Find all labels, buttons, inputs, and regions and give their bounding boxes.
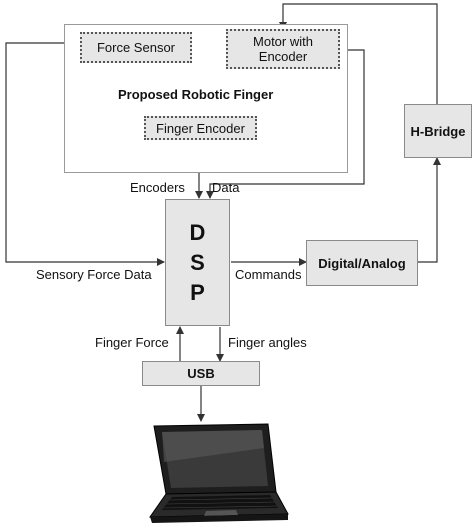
robotic-finger-title: Proposed Robotic Finger <box>118 87 274 102</box>
digital-analog-label: Digital/Analog <box>318 255 406 271</box>
dac-to-hbridge-wire <box>418 157 441 263</box>
dsp-letter-d: D <box>189 219 206 245</box>
motor-label-line2: Encoder <box>258 49 308 64</box>
commands-label: Commands <box>235 267 302 282</box>
motor-encoder-box: Motor with Encoder <box>226 29 340 69</box>
dsp-letter-p: P <box>190 279 205 305</box>
dsp-box: D S P <box>165 199 230 326</box>
hbridge-to-motor-wire <box>279 3 438 104</box>
finger-force-label: Finger Force <box>95 335 169 350</box>
digital-analog-box: Digital/Analog <box>306 240 418 286</box>
data-wire <box>206 49 365 199</box>
sensory-force-wire <box>5 42 165 266</box>
usb-label: USB <box>187 366 215 381</box>
hbridge-box: H-Bridge <box>404 104 472 158</box>
encoders-label: Encoders <box>130 180 185 195</box>
finger-encoder-label: Finger Encoder <box>156 120 245 136</box>
motor-label-line1: Motor with <box>253 34 313 49</box>
dsp-letter-s: S <box>190 249 205 275</box>
force-sensor-label: Force Sensor <box>96 40 176 55</box>
finger-angles-label: Finger angles <box>228 335 307 350</box>
force-sensor-box: Force Sensor <box>80 32 192 63</box>
hbridge-label: H-Bridge <box>410 123 466 139</box>
laptop-icon <box>149 423 289 523</box>
usb-box: USB <box>142 361 260 386</box>
data-label: Data <box>212 180 240 195</box>
sensory-force-label: Sensory Force Data <box>36 267 152 282</box>
finger-encoder-box: Finger Encoder <box>144 116 257 140</box>
